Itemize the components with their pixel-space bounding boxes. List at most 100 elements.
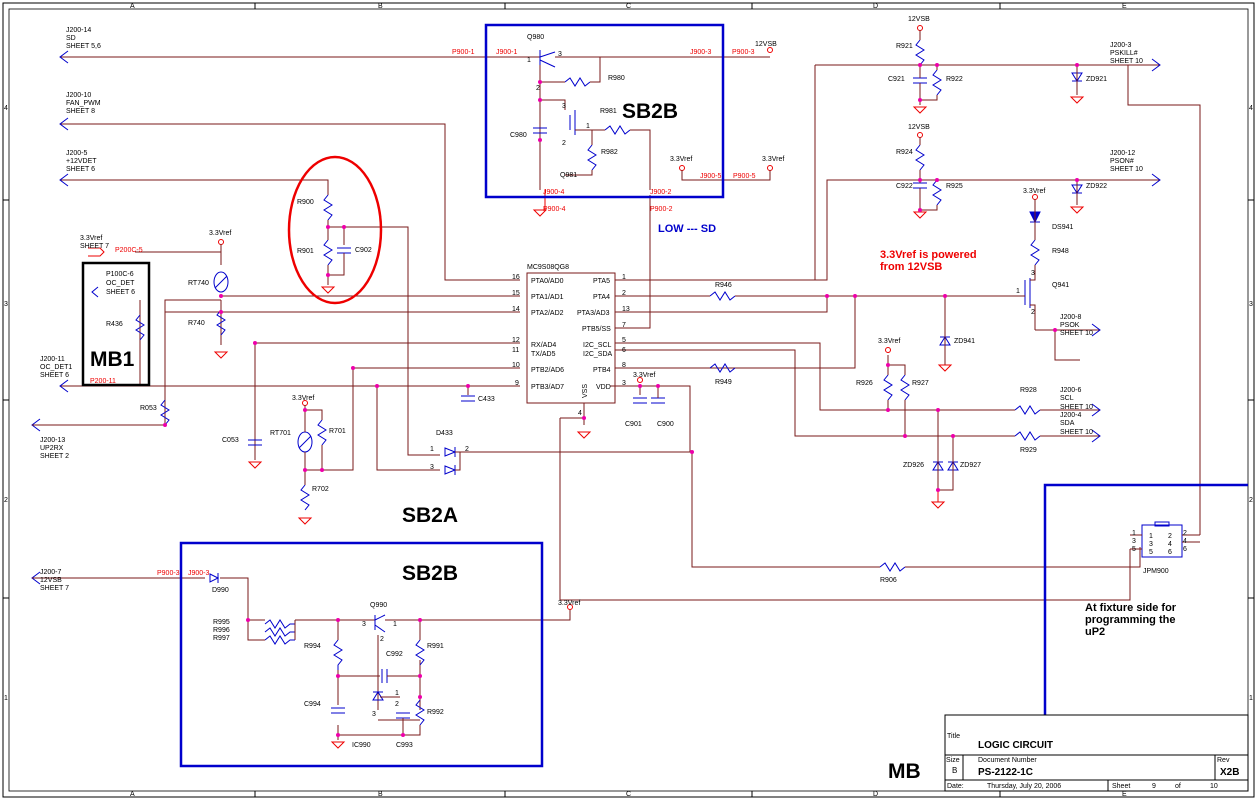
row-label-1: 1: [4, 695, 8, 702]
mcu-pin-num: 16: [512, 274, 520, 281]
power-12vsb: 12VSB: [908, 124, 930, 131]
offsheet-j200-11: SHEET 6: [40, 372, 69, 379]
offsheet-j200-14: SHEET 5,6: [66, 43, 101, 50]
pin-num: 3: [562, 103, 566, 110]
fixture-note-line3: uP2: [1085, 626, 1105, 638]
label-q981: Q981: [560, 172, 577, 179]
label-zd941: ZD941: [954, 338, 975, 345]
offsheet-p200c5: SHEET 7: [80, 243, 109, 250]
jpm-pin: 3: [1149, 541, 1153, 548]
size-value: B: [952, 766, 957, 775]
net-j900-1: J900-1: [496, 49, 518, 56]
block-label-mb1: MB1: [90, 348, 135, 371]
net-p200c-5: P200C-5: [115, 247, 143, 254]
pin-num: 2: [465, 446, 469, 453]
row-label-2: 2: [4, 497, 8, 504]
offsheet-j200-13: J200-13: [40, 437, 65, 444]
offsheet-j200-4: J200-4: [1060, 412, 1082, 419]
label-ic990: IC990: [352, 742, 371, 749]
row-label-4: 4: [4, 105, 8, 112]
pin-num: 1: [430, 446, 434, 453]
component-symbols: [135, 39, 1190, 736]
offsheet-j200-3: SHEET 10: [1110, 58, 1143, 65]
col-label-e-bottom: E: [1122, 791, 1127, 798]
jpm-pin: 1: [1149, 533, 1153, 540]
label-r992: R992: [427, 709, 444, 716]
mcu-pin-num: 14: [512, 306, 520, 313]
jpm-pin: 2: [1168, 533, 1172, 540]
low-sd-note: LOW --- SD: [658, 223, 716, 235]
offsheet-j200-8: J200-8: [1060, 314, 1082, 321]
label-zd921: ZD921: [1086, 76, 1107, 83]
net-p900-1: P900-1: [452, 49, 475, 56]
mcu-pin-num: 3: [622, 380, 626, 387]
mcu-pin-num: 13: [622, 306, 630, 313]
col-label-e: E: [1122, 3, 1127, 10]
label-r994: R994: [304, 643, 321, 650]
pin-numbers: 1 2 3 4 5 6 1 3 5 2 4 6 2 1 3 3 1 2 1 3 …: [362, 51, 1187, 718]
fixture-note-line1: At fixture side for: [1085, 602, 1177, 614]
net-j900-5: J900-5: [700, 173, 722, 180]
label-r901: R901: [297, 248, 314, 255]
total-sheets: 10: [1210, 783, 1218, 790]
size-label: Size: [946, 757, 960, 764]
col-label-a-bottom: A: [130, 791, 135, 798]
net-p900-5: P900-5: [733, 173, 756, 180]
offsheet-j200-5: SHEET 6: [66, 166, 95, 173]
ground-symbols: [213, 96, 1085, 749]
offsheet-j200-3: PSKILL#: [1110, 50, 1138, 57]
title-block: Title LOGIC CIRCUIT Size B Document Numb…: [944, 714, 1249, 792]
offsheet-j200-3: J200-3: [1110, 42, 1132, 49]
mcu-pin-num: 8: [622, 362, 626, 369]
label-r927: R927: [912, 380, 929, 387]
label-c921: C921: [888, 76, 905, 83]
offsheet-j200-11: J200-11: [40, 356, 65, 363]
label-r948: R948: [1052, 248, 1069, 255]
mcu-vss-pin: 4: [578, 410, 582, 417]
net-j900-2: J900-2: [650, 189, 672, 196]
power-note-line2: from 12VSB: [880, 261, 942, 273]
mcu-pin-num: 7: [622, 322, 626, 329]
label-c994: C994: [304, 701, 321, 708]
mcu-pin-name: PTA4: [593, 294, 610, 301]
mcu-pin-num: 15: [512, 290, 520, 297]
pin-num: 1: [527, 57, 531, 64]
pin-num: 2: [1031, 309, 1035, 316]
label-r928: R928: [1020, 387, 1037, 394]
pin-num: 2: [380, 636, 384, 643]
net-p900-2: P900-2: [650, 206, 673, 213]
offsheet-j200-4: SHEET 10: [1060, 429, 1093, 436]
block-outlines: [81, 23, 1248, 768]
power-labels: 12VSB 12VSB 12VSB 3.3Vref 3.3Vref 3.3Vre…: [209, 16, 1045, 607]
col-label-d-bottom: D: [873, 791, 878, 798]
mcu-pin-name: RX/AD4: [531, 342, 556, 349]
pin-num: 2: [562, 140, 566, 147]
offsheet-p100c6: SHEET 6: [106, 289, 135, 296]
offsheet-j200-8: PSOK: [1060, 322, 1080, 329]
jpm-pin: 3: [1132, 538, 1136, 545]
fixture-note-line2: programming the: [1085, 614, 1175, 626]
label-r991: R991: [427, 643, 444, 650]
label-r921: R921: [896, 43, 913, 50]
wires: [60, 56, 1201, 740]
offsheet-j200-10: FAN_PWM: [66, 100, 101, 107]
jpm-pin: 5: [1149, 549, 1153, 556]
mcu-pin-num: 11: [512, 347, 519, 354]
col-label-a: A: [130, 3, 135, 10]
rev-value: X2B: [1220, 767, 1239, 778]
label-c992: C992: [386, 651, 403, 658]
offsheet-j200-13: UP2RX: [40, 445, 64, 452]
col-label-c: C: [626, 3, 631, 10]
pin-num: 3: [372, 711, 376, 718]
label-r980: R980: [608, 75, 625, 82]
jpm-pin: 2: [1183, 530, 1187, 537]
component-labels: Q980 R980 R981 C980 R982 Q981 R900 R901 …: [106, 34, 1169, 749]
offsheet-p200c5: 3.3Vref: [80, 235, 102, 242]
label-r740: R740: [188, 320, 205, 327]
label-c980: C980: [510, 132, 527, 139]
mcu-pin-num: 2: [622, 290, 626, 297]
pin-num: 3: [558, 51, 562, 58]
label-c902: C902: [355, 247, 372, 254]
